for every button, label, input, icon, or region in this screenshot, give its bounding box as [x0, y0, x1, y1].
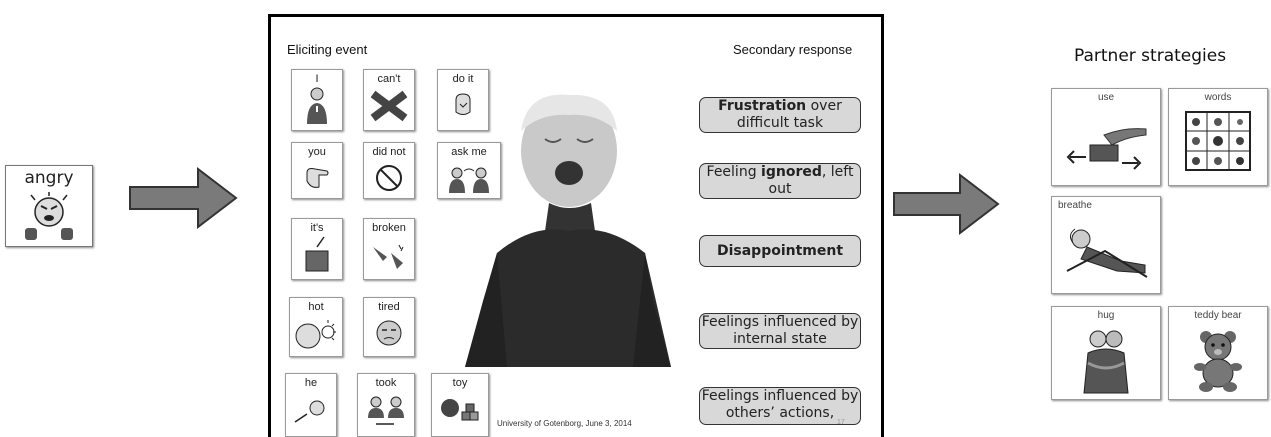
symbol-cant: can't [363, 69, 415, 131]
response-internal-state: Feelings influenced by internal state [699, 313, 861, 349]
tired-face-icon [376, 320, 402, 346]
arrow-box-icon [305, 236, 329, 272]
strategy-teddy-bear: teddy bear [1168, 306, 1268, 400]
x-cross-icon [370, 90, 408, 122]
strategy-label: breathe [1058, 200, 1092, 211]
secondary-response-heading: Secondary response [733, 42, 853, 57]
broken-object-icon [373, 244, 404, 269]
response-text: Feelings influenced by others’ actions, [701, 388, 859, 421]
breathe-person-icon [1066, 228, 1148, 278]
word-grid-icon [1185, 111, 1251, 171]
symbol-did-not: did not [363, 142, 415, 199]
symbol-label: can't [377, 73, 401, 85]
symbol-took: took [357, 373, 415, 437]
response-rest: , left out [768, 164, 854, 197]
slide-panel: Eliciting event Secondary response I can… [268, 14, 884, 437]
strategy-use: use [1051, 88, 1161, 186]
symbol-label: hot [308, 301, 324, 313]
crying-child-photo [465, 94, 671, 367]
symbol-label: did not [372, 146, 406, 158]
response-pre: Feeling [706, 164, 762, 180]
symbol-i: I [291, 69, 343, 131]
toy-ball-blocks-icon [441, 399, 479, 421]
arrow-right-1 [129, 167, 238, 229]
pointing-hand-icon [306, 168, 329, 188]
response-bold: Frustration [718, 98, 807, 114]
two-people-talking-icon [449, 167, 489, 193]
symbol-label: I [315, 73, 319, 85]
symbol-label: toy [452, 377, 468, 389]
strategy-label: use [1097, 92, 1115, 103]
symbol-label: ask me [451, 146, 487, 158]
symbol-label: tired [378, 301, 400, 313]
symbol-he: he [285, 373, 337, 437]
symbol-label: it's [310, 222, 324, 234]
symbol-ask-me: ask me [437, 142, 501, 199]
angry-symbol-card: angry [5, 165, 93, 247]
fist-hand-icon [455, 93, 471, 115]
symbol-label: do it [452, 73, 474, 85]
symbol-toy: toy [431, 373, 489, 437]
hug-icon [1083, 330, 1129, 394]
strategy-breathe: breathe [1051, 196, 1161, 294]
response-disappointment: Disappointment [699, 235, 861, 267]
strategy-label: hug [1097, 310, 1115, 321]
response-ignored: Feeling ignored, left out [699, 163, 861, 199]
symbol-label: you [308, 146, 326, 158]
person-pointing-self-icon [307, 87, 327, 124]
teddy-bear-icon [1194, 331, 1242, 392]
response-bold: Disappointment [716, 243, 844, 259]
slide-page-number: 17 [837, 419, 845, 426]
strategy-label: words [1204, 92, 1232, 103]
response-rest: over difficult task [736, 98, 842, 131]
symbol-tired: tired [363, 297, 415, 357]
prohibited-icon [376, 165, 402, 191]
response-frustration: Frustration over difficult task [699, 97, 861, 133]
strategy-words: words [1168, 88, 1268, 186]
arrow-right-2 [893, 173, 1000, 235]
response-text: Feelings influenced by internal state [701, 314, 859, 347]
partner-strategies-title: Partner strategies [1074, 46, 1227, 66]
people-taking-icon [368, 396, 404, 425]
response-bold: ignored [761, 164, 822, 180]
eliciting-event-heading: Eliciting event [287, 42, 368, 57]
symbol-do-it: do it [437, 69, 489, 131]
symbol-label: he [304, 377, 318, 389]
symbol-you: you [291, 142, 343, 199]
symbol-hot: hot [289, 297, 343, 357]
response-others-actions: Feelings influenced by others’ actions, [699, 387, 861, 425]
hot-sun-face-icon [295, 320, 336, 349]
angry-label: angry [24, 168, 74, 188]
symbol-broken: broken [363, 218, 415, 280]
angry-face-icon [25, 192, 73, 240]
symbol-label: broken [372, 222, 406, 234]
symbol-label: took [375, 377, 397, 389]
hand-use-icon [1066, 128, 1147, 170]
symbol-its: it's [291, 218, 343, 280]
slide-footer: University of Gotenborg, June 3, 2014 [497, 419, 632, 428]
strategy-label: teddy bear [1194, 310, 1242, 321]
strategy-hug: hug [1051, 306, 1161, 400]
person-pointing-icon [294, 400, 325, 423]
